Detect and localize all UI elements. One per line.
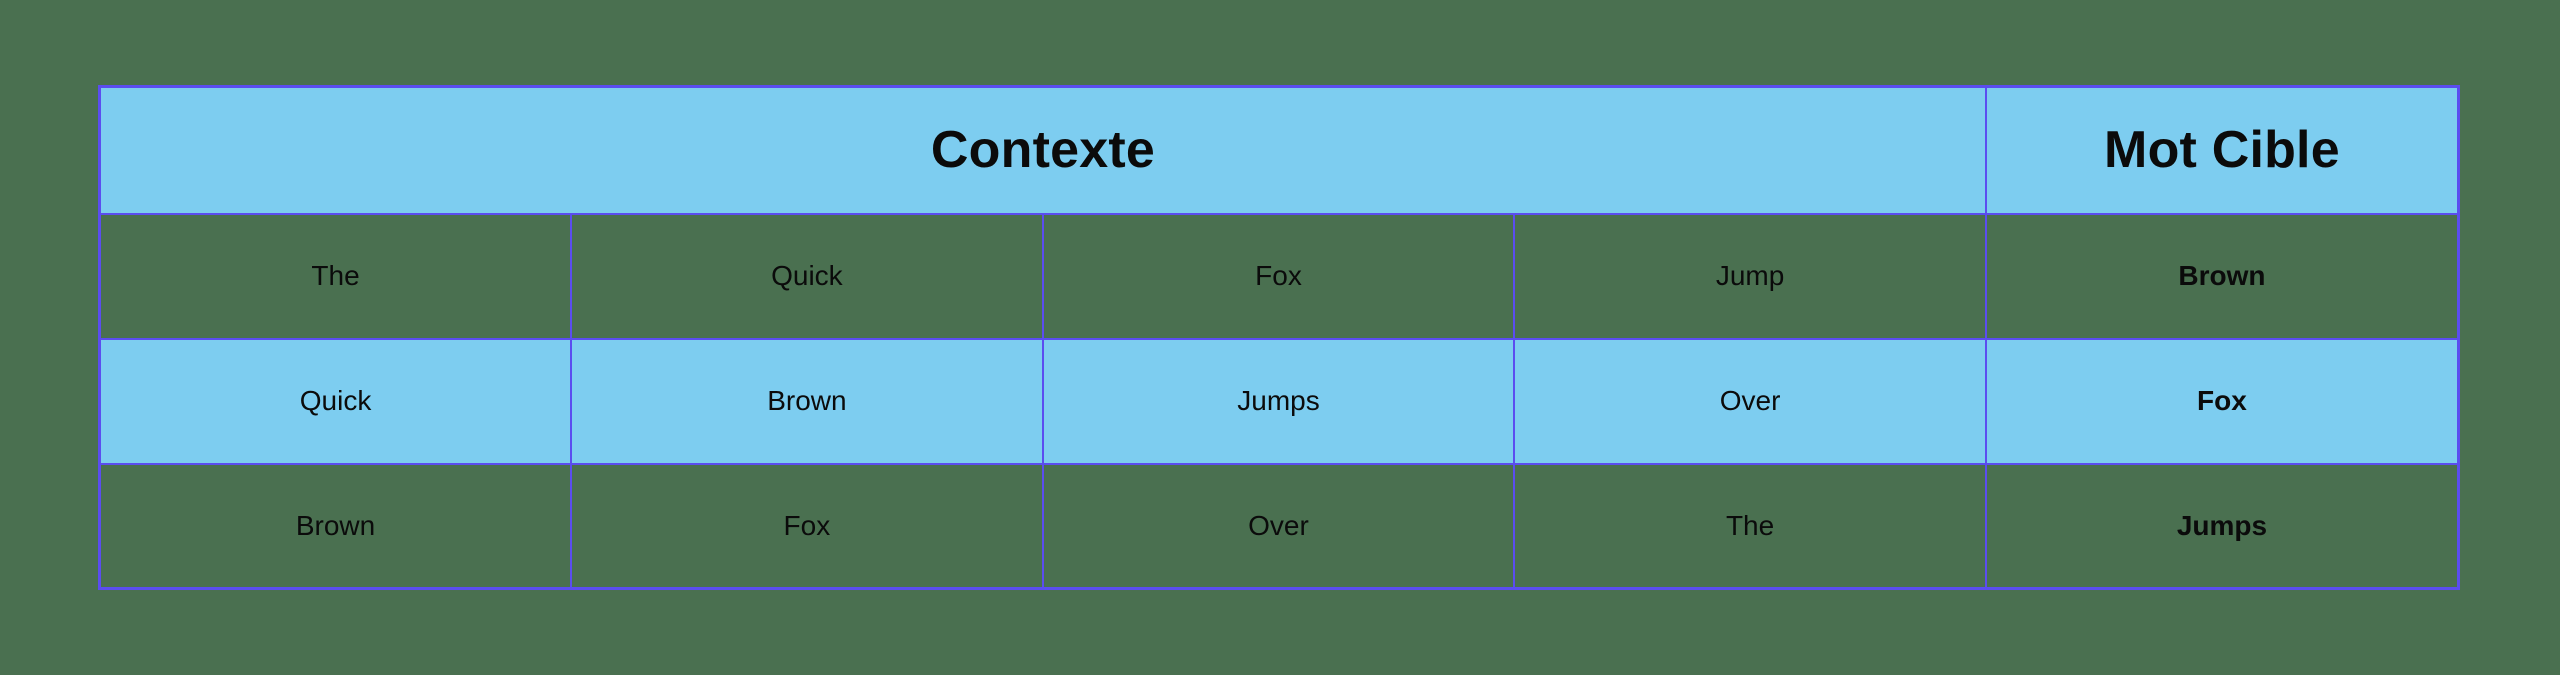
context-cell: Quick <box>98 337 573 465</box>
table-row[interactable]: Brown Fox Over The Jumps <box>98 462 2460 590</box>
table-header: Contexte Mot Cible <box>98 85 2460 215</box>
header-mot-cible: Mot Cible <box>1984 85 2460 215</box>
header-contexte: Contexte <box>98 85 1987 215</box>
context-cell: Jump <box>1513 212 1987 340</box>
target-word-cell: Fox <box>1984 337 2460 465</box>
context-target-table: Contexte Mot Cible The Quick Fox Jump Br… <box>98 85 2460 590</box>
context-cell: Brown <box>98 462 573 590</box>
context-cell: Quick <box>570 212 1044 340</box>
context-cell: Brown <box>570 337 1044 465</box>
target-word-cell: Brown <box>1984 212 2460 340</box>
context-cell: Jumps <box>1041 337 1516 465</box>
header-row: Contexte Mot Cible <box>98 85 2460 215</box>
table-body: The Quick Fox Jump Brown Quick Brown Jum… <box>98 212 2460 590</box>
context-cell: The <box>98 212 573 340</box>
context-cell: Over <box>1513 337 1987 465</box>
context-cell: The <box>1513 462 1987 590</box>
context-cell: Fox <box>570 462 1044 590</box>
context-target-table-wrapper: Contexte Mot Cible The Quick Fox Jump Br… <box>98 85 2460 590</box>
target-word-cell: Jumps <box>1984 462 2460 590</box>
context-cell: Over <box>1041 462 1516 590</box>
table-row[interactable]: Quick Brown Jumps Over Fox <box>98 337 2460 465</box>
table-row[interactable]: The Quick Fox Jump Brown <box>98 212 2460 340</box>
context-cell: Fox <box>1041 212 1516 340</box>
